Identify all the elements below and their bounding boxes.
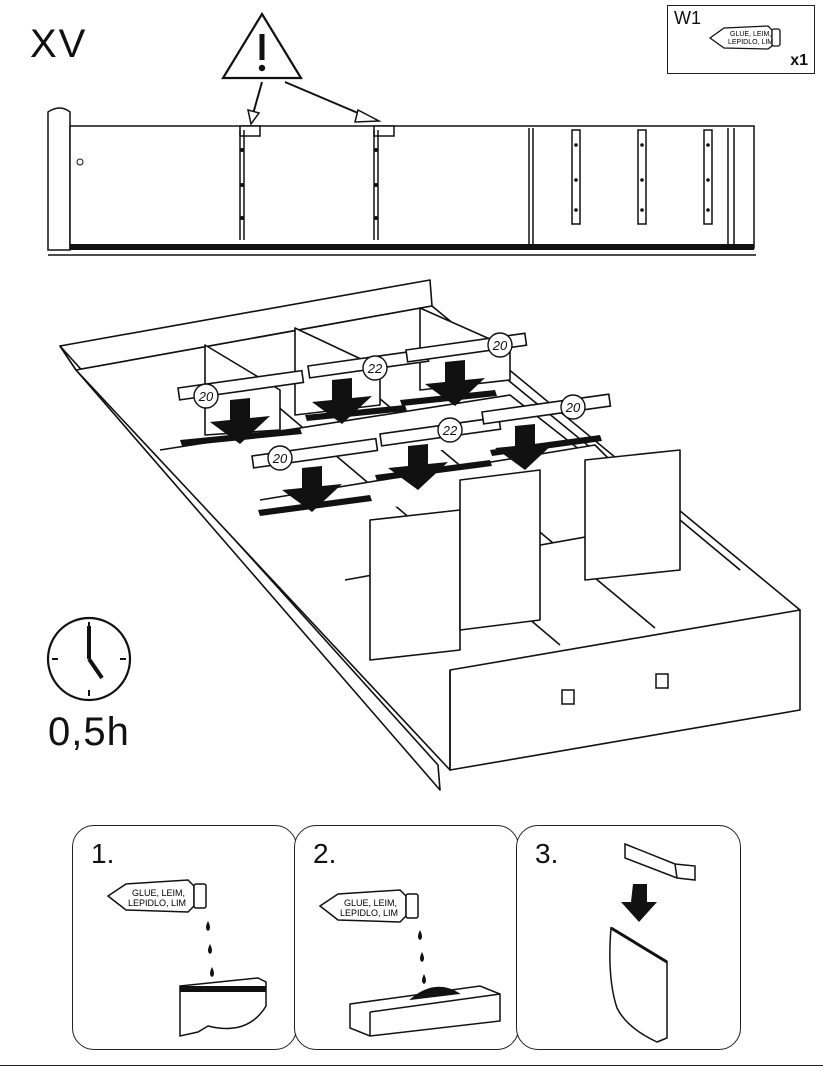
part-id: W1 <box>674 8 701 28</box>
step-1-number: 1. <box>91 838 115 869</box>
dowel-label: 20 <box>492 338 508 353</box>
side-view-drawing <box>47 107 756 256</box>
glue-label-line2: LEPIDLO, LIM <box>728 39 773 46</box>
step-2-number: 2. <box>313 838 337 869</box>
dowel-label: 22 <box>442 423 458 438</box>
instruction-panel-1: 1. GLUE, LEIM, LEPIDLO, LIM <box>72 825 297 1050</box>
arrow-down-icon <box>621 884 657 922</box>
glue-label-line2: LEPIDLO, LIM <box>128 898 186 908</box>
glue-step-2-drawing: GLUE, LEIM, LEPIDLO, LIM <box>318 889 501 1037</box>
warning-icon <box>221 11 382 126</box>
instruction-panel-2: 2. GLUE, LEIM, LEPIDLO, LIM <box>294 825 519 1050</box>
dowel-label: 20 <box>272 451 288 466</box>
glue-label-line2: LEPIDLO, LIM <box>340 908 398 918</box>
dowel-label: 22 <box>367 361 383 376</box>
glue-label-line1: GLUE, LEIM, <box>132 888 185 898</box>
step-3-number: 3. <box>535 838 559 869</box>
glue-step-1-drawing: GLUE, LEIM, LEPIDLO, LIM <box>106 879 267 1037</box>
instruction-panel-3: 3. <box>516 825 741 1050</box>
parts-box: W1 GLUE, LEIM, LEPIDLO, LIM x1 <box>667 5 815 74</box>
glue-label-line1: GLUE, LEIM, <box>730 31 771 38</box>
part-quantity: x1 <box>790 52 808 69</box>
clock-icon <box>46 616 132 702</box>
glue-tube-icon: GLUE, LEIM, LEPIDLO, LIM <box>708 25 781 50</box>
page-bottom-rule <box>0 1065 823 1066</box>
glue-label-line1: GLUE, LEIM, <box>344 898 397 908</box>
drawer-assembly-drawing: 20 22 20 20 22 20 <box>59 279 801 791</box>
insert-step-3-drawing <box>609 842 696 1043</box>
dowel-label: 20 <box>565 400 581 415</box>
dowel-label: 20 <box>198 389 214 404</box>
step-number: XV <box>30 22 88 66</box>
assembly-time: 0,5h <box>48 710 130 754</box>
